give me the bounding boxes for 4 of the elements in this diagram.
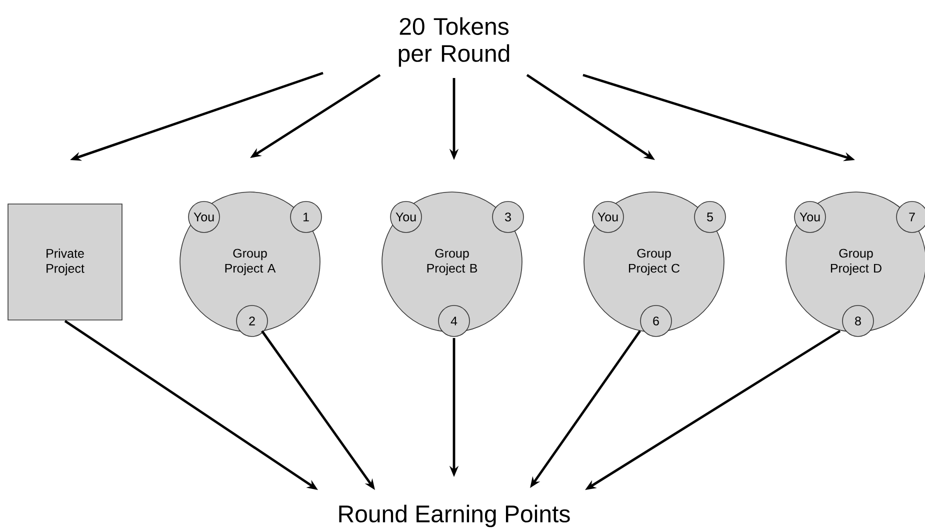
- node-label: 7: [909, 212, 915, 222]
- process-box: Private Project: [8, 204, 122, 320]
- caption-text: Round Earning Points: [339, 504, 570, 528]
- heading-text: 20 Tokens per Round: [398, 17, 510, 67]
